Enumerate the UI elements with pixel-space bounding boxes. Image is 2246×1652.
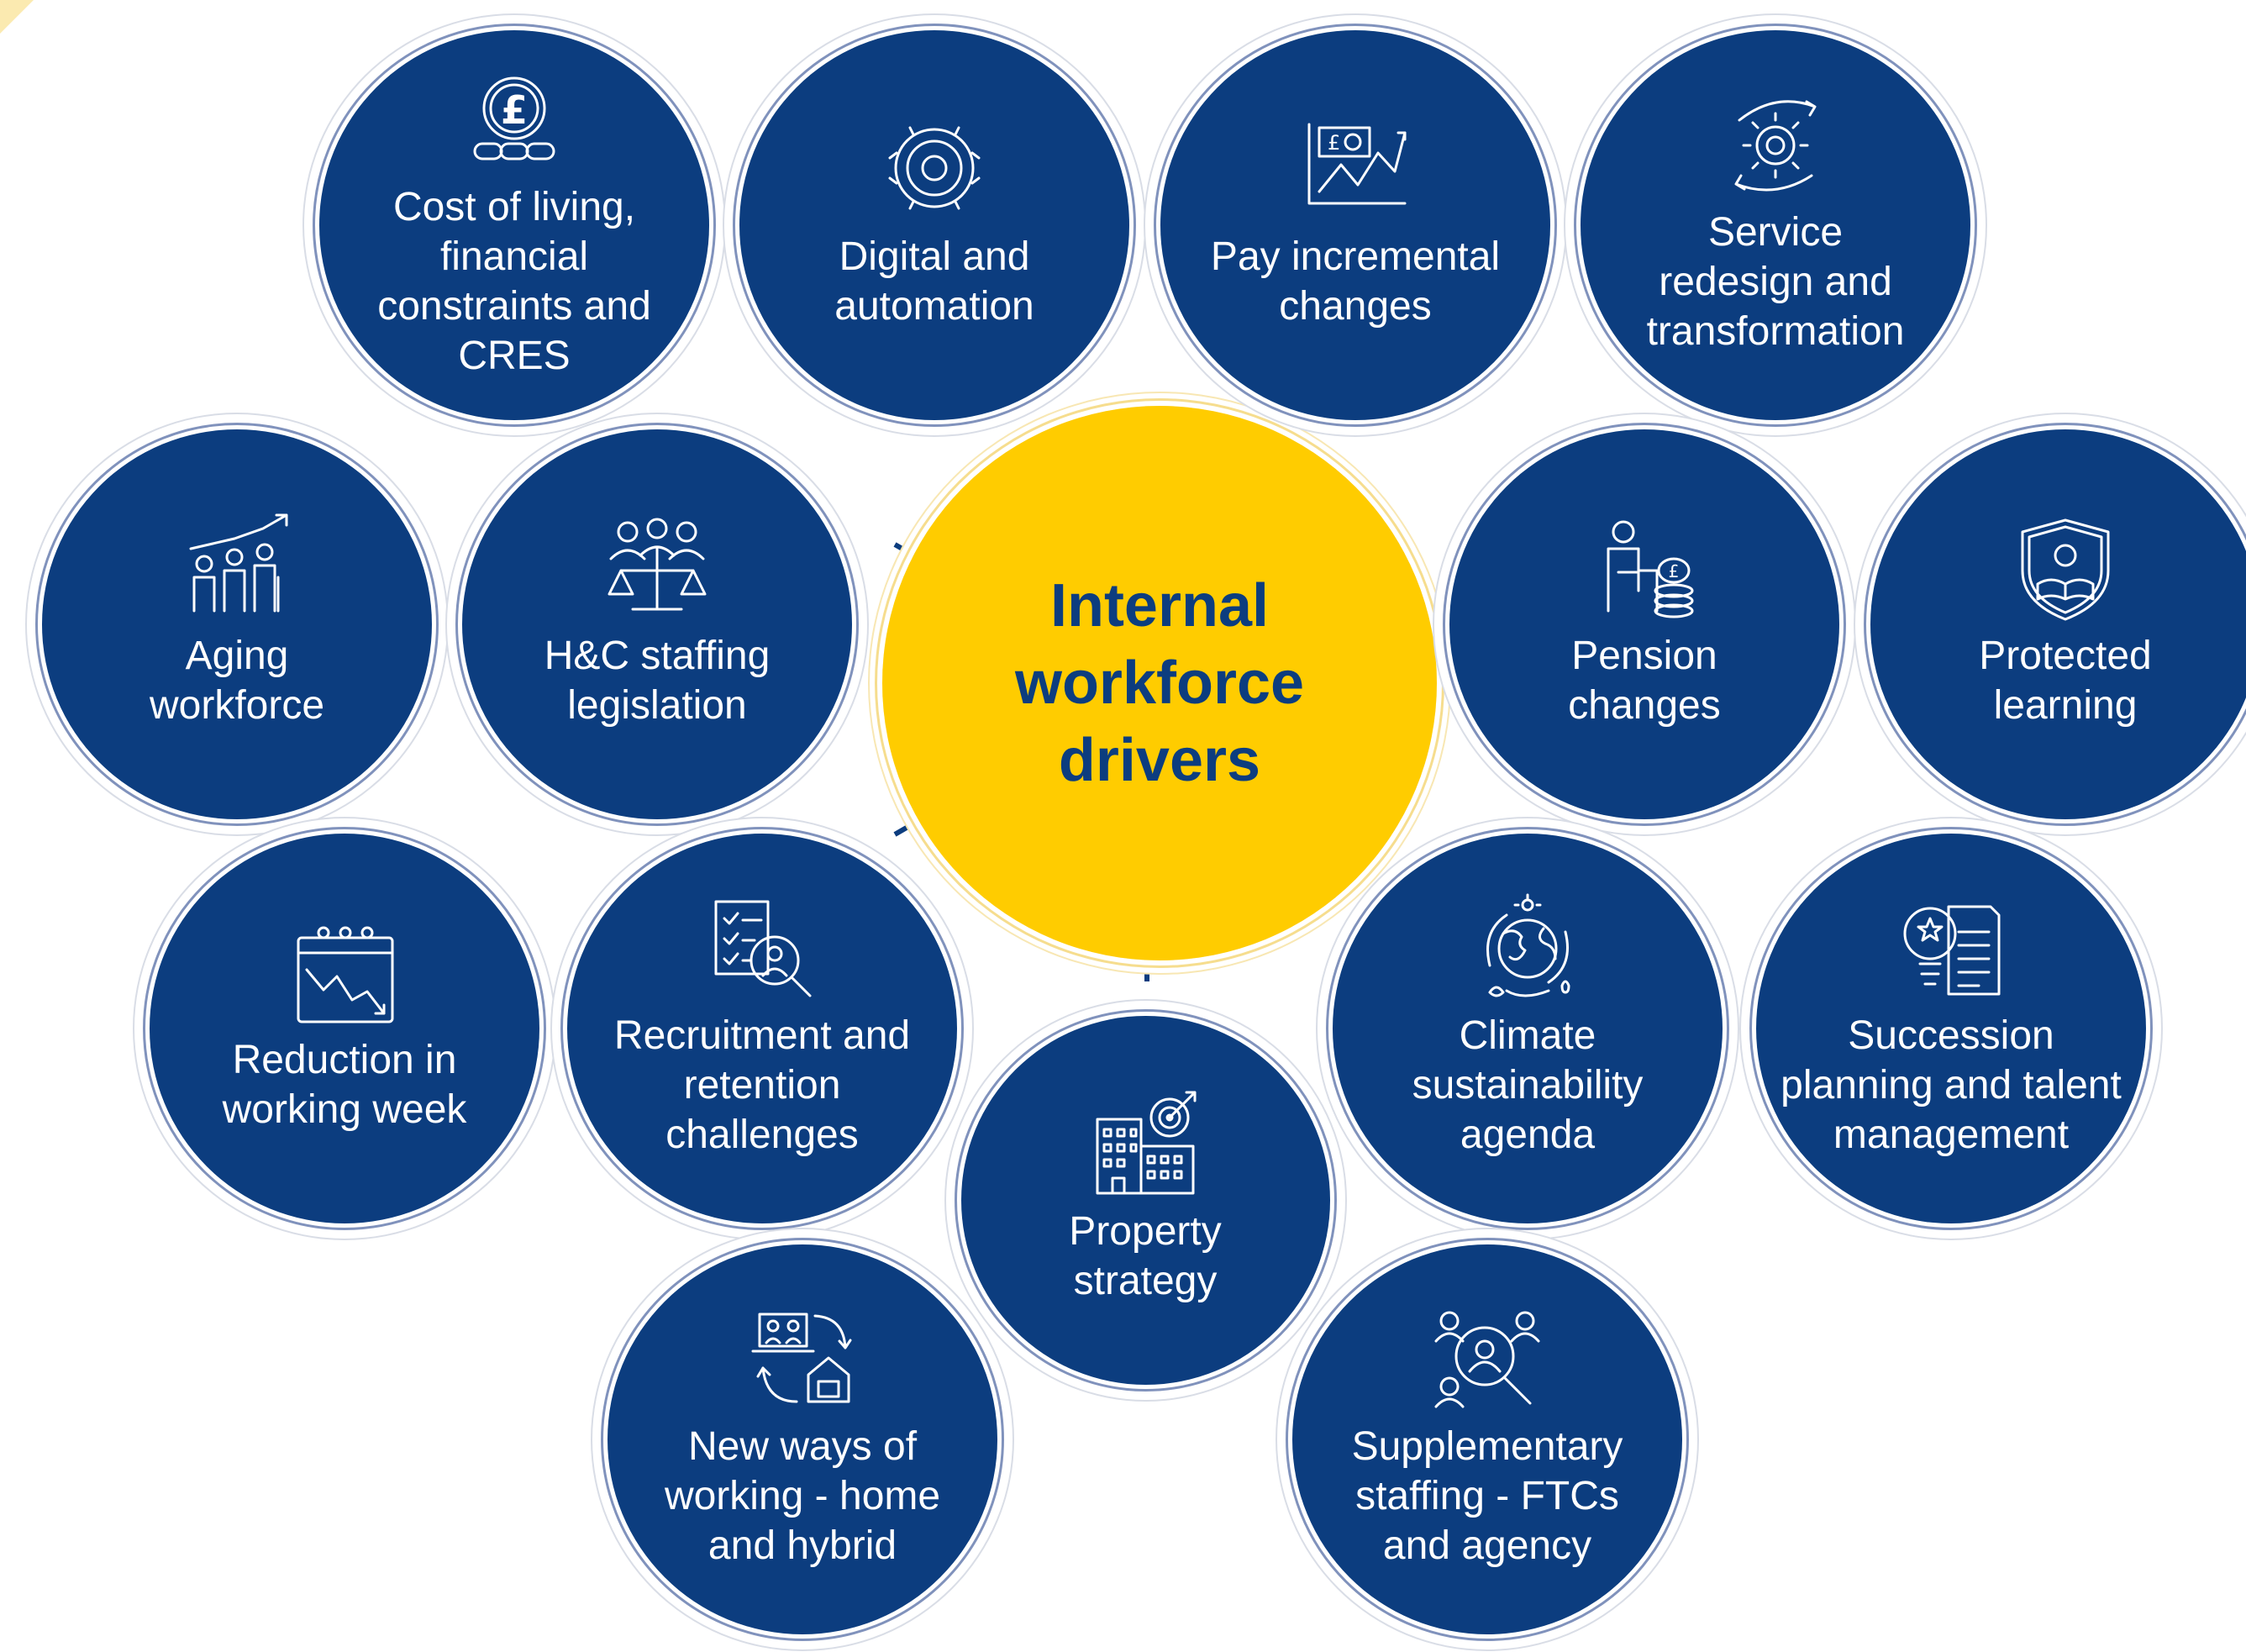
driver-circle: £ Cost of living, financial constraints a… [304,15,724,435]
driver-label: Pay incremental changes [1210,234,1501,329]
driver-circle: New ways of working - home and hybrid [592,1229,1013,1649]
driver-circle: £ Pension changes [1434,414,1854,834]
driver-label: Recruitment and retention challenges [613,1013,911,1157]
calendar-decline-icon [290,923,399,1023]
home-hybrid-icon [748,1309,857,1410]
scales-people-icon [602,518,712,619]
driver-circle: Aging workforce [27,414,447,834]
driver-circle-fill: £ Cost of living, financial constraints a… [319,30,709,420]
driver-label: Service redesign and transformation [1646,209,1905,354]
driver-circle: Recruitment and retention challenges [552,818,972,1239]
building-target-icon [1091,1091,1200,1195]
digital-gear-icon [880,119,989,220]
driver-circle: Protected learning [1855,414,2246,834]
driver-circle-fill: H&C staffing legislation [462,429,852,819]
globe-climate-icon [1473,893,1582,999]
driver-label: Succession planning and talent managemen… [1780,1013,2122,1157]
driver-circle: Succession planning and talent managemen… [1741,818,2161,1239]
driver-circle: Climate sustainability agenda [1318,818,1738,1239]
svg-text:£: £ [1669,561,1680,581]
driver-circle-fill: Supplementary staffing - FTCs and agency [1292,1244,1682,1634]
driver-label: H&C staffing legislation [544,634,771,728]
driver-circle: Service redesign and transformation [1565,15,1986,435]
corner-decoration [0,0,34,34]
driver-circle: Property strategy [945,1000,1345,1400]
pension-coins-icon: £ [1590,518,1699,619]
gear-cycle-icon [1721,95,1830,196]
driver-circle-fill: Protected learning [1870,429,2246,819]
shield-book-icon [2011,518,2120,621]
driver-label: Climate sustainability agenda [1412,1013,1644,1157]
aging-people-icon [182,513,292,619]
driver-label: Supplementary staffing - FTCs and agency [1351,1423,1623,1568]
driver-circle-fill: Digital and automation [739,30,1129,420]
driver-circle: Supplementary staffing - FTCs and agency [1277,1229,1697,1649]
idea-document-icon [1896,898,2006,999]
checklist-search-icon [707,898,817,999]
driver-circle-fill: Climate sustainability agenda [1333,834,1723,1223]
driver-circle-fill: New ways of working - home and hybrid [608,1244,997,1634]
driver-circle-fill: Aging workforce [42,429,432,819]
svg-text:£: £ [1328,131,1340,155]
driver-circle-fill: Succession planning and talent managemen… [1756,834,2146,1223]
pay-chart-icon: £ [1301,119,1410,220]
driver-label: Pension changes [1568,634,1721,728]
driver-circle: £ Pay incremental changes [1145,15,1565,435]
driver-circle-fill: Reduction in working week [150,834,539,1223]
central-hub-circle: Internal workforce drivers [882,406,1437,960]
driver-label: Digital and automation [834,234,1034,329]
driver-label: Reduction in working week [222,1038,467,1132]
driver-label: New ways of working - home and hybrid [664,1423,941,1568]
driver-circle: H&C staffing legislation [447,414,867,834]
driver-circle-fill: £ Pension changes [1449,429,1839,819]
svg-text:£: £ [501,87,528,133]
driver-circle-fill: Service redesign and transformation [1581,30,1970,420]
driver-circle-fill: Recruitment and retention challenges [567,834,957,1223]
driver-circle: Reduction in working week [134,818,555,1239]
people-search-icon [1433,1309,1542,1410]
pound-chain-icon: £ [460,70,569,171]
central-hub-title: Internal workforce drivers [1014,572,1305,794]
driver-circle-fill: Property strategy [960,1015,1330,1385]
central-hub: Internal workforce drivers [882,406,1437,960]
driver-label: Cost of living, financial constraints an… [377,185,651,378]
driver-label: Aging workforce [149,634,325,728]
driver-circle-fill: £ Pay incremental changes [1160,30,1550,420]
driver-label: Protected learning [1979,634,2152,728]
driver-label: Property strategy [1069,1209,1222,1303]
driver-circle: Digital and automation [724,15,1144,435]
